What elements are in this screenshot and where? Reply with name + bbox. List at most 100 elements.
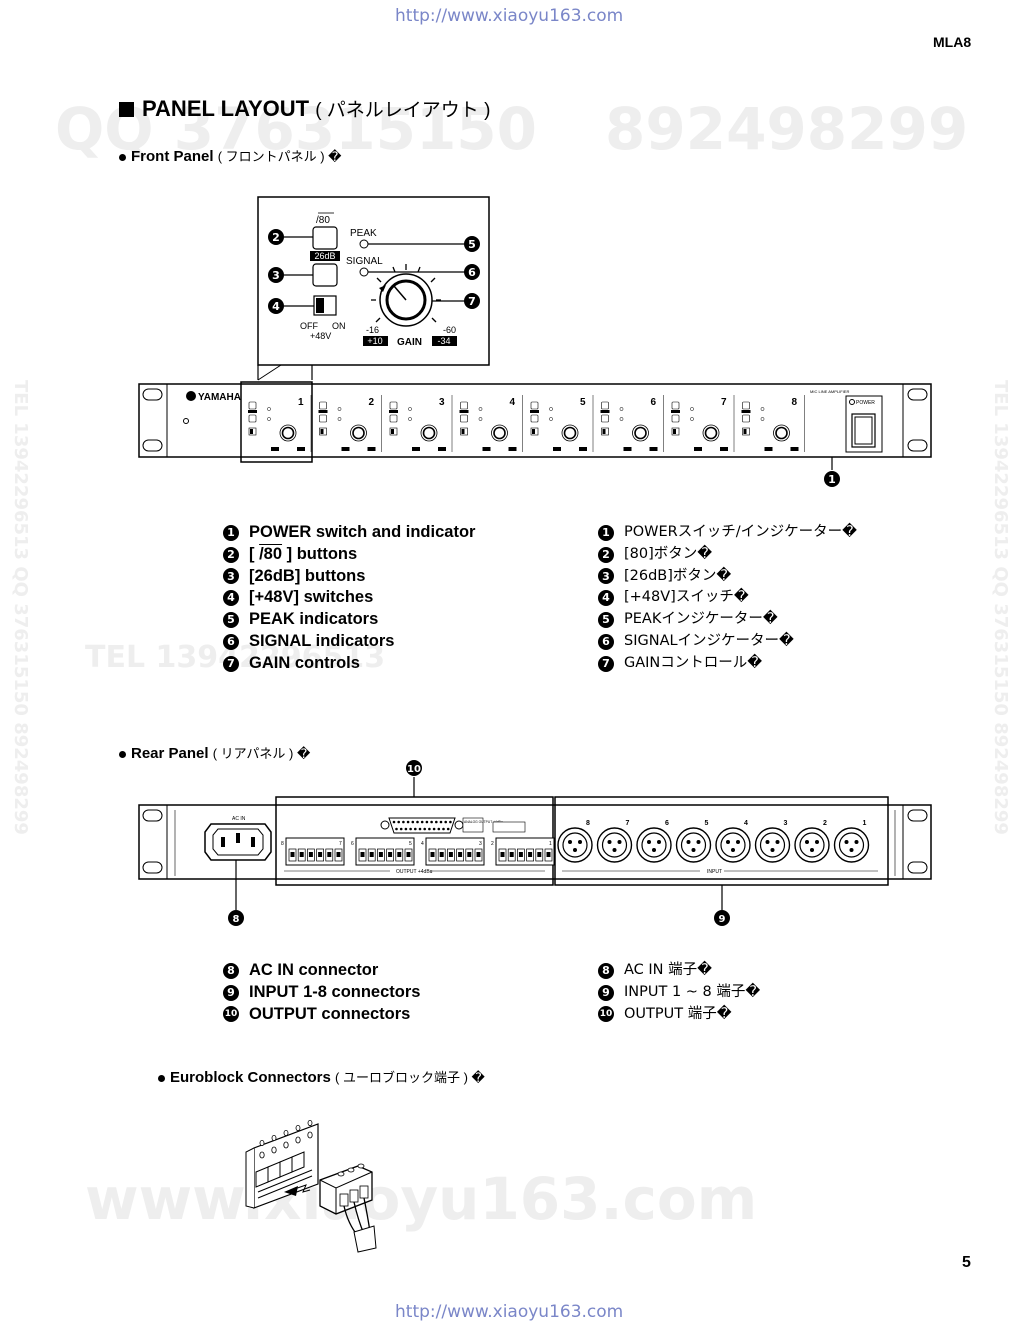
xlr-input-connector: 6 (636, 820, 672, 863)
front-panel-heading: Front Panel ( フロントパネル ) � (119, 146, 342, 165)
dsub-pin (420, 820, 424, 824)
dsub-pin (418, 827, 422, 831)
svg-text:6: 6 (665, 820, 669, 827)
detail-48v: +48V (310, 331, 331, 341)
dsub-pin (446, 827, 450, 831)
dsub-pin (435, 820, 438, 824)
list-number-icon: 5 (598, 612, 614, 629)
list-number-icon: 7 (598, 655, 614, 672)
list-number-icon: 2 (223, 546, 239, 563)
svg-text:5: 5 (468, 238, 476, 251)
detail-button-26db (312, 263, 338, 287)
list-item-jp: AC IN 端子� (624, 962, 712, 978)
list-number-icon: 8 (598, 962, 614, 979)
channel-number: 5 (580, 397, 586, 408)
callout-4-icon (268, 298, 284, 314)
title-en: PANEL LAYOUT (142, 96, 310, 121)
detail-m34: -34 (437, 336, 450, 346)
svg-text:4: 4 (421, 841, 424, 847)
list-item-en: SIGNAL indicators (249, 631, 395, 650)
dsub-pin (439, 820, 443, 824)
channel-strip: 7 (671, 395, 735, 452)
dsub-pin (425, 820, 429, 824)
list-item-jp: OUTPUT 端子� (624, 1005, 732, 1022)
list-item-jp: POWERスイッチ/インジケーター� (624, 524, 857, 540)
dsub-pin (397, 820, 401, 824)
list-item-en: OUTPUT connectors (249, 1004, 411, 1023)
svg-text:7: 7 (468, 295, 476, 308)
callout-6-icon (464, 264, 480, 280)
list-item-en: [+48V] switches (249, 588, 374, 607)
svg-text:1: 1 (863, 820, 867, 827)
page-title: PANEL LAYOUT ( パネルレイアウト ) (119, 95, 490, 122)
title-jp: ( パネルレイアウト ) (315, 100, 491, 121)
device-power-label: POWER (856, 400, 875, 406)
svg-text:7: 7 (626, 820, 630, 827)
detail-peak: PEAK (350, 228, 377, 239)
channel-strip: 8 (741, 395, 805, 452)
channel-strip: 6 (600, 395, 664, 452)
dsub-pin (423, 827, 427, 831)
header-url[interactable]: http://www.xiaoyu163.com (395, 6, 624, 26)
watermark-www: www.xiaoyu163.com (85, 1165, 758, 1233)
channel-number: 8 (792, 397, 798, 408)
svg-text:9: 9 (719, 914, 726, 925)
dsub-pin (402, 820, 405, 824)
list-number-icon: 4 (598, 590, 614, 607)
channel-strip: 5 (530, 395, 594, 452)
callout-7-icon (464, 293, 480, 309)
bullet-icon (119, 153, 126, 161)
page-number: 5 (962, 1254, 971, 1271)
detail-gain: GAIN (397, 337, 422, 348)
detail-signal: SIGNAL (346, 256, 383, 267)
footer-url[interactable]: http://www.xiaoyu163.com (395, 1302, 624, 1322)
channel-strip: 1 (248, 395, 312, 452)
svg-text:3: 3 (784, 820, 788, 827)
front-panel-diagram: /80 26dB OFF ON +48V PEAK SIGNAL -16 -60… (138, 196, 932, 487)
dsub-pin (411, 820, 415, 824)
list-number-icon: 10 (598, 1006, 614, 1023)
xlr-input-connector: 2 (794, 820, 830, 863)
svg-text:8: 8 (233, 914, 240, 925)
rear-panel-heading: Rear Panel ( リアパネル ) � (119, 743, 310, 762)
euroblock-heading-jp: ( ユーロブロック端子 ) � (335, 1070, 485, 1085)
svg-text:2: 2 (823, 820, 827, 827)
list-number-icon: 4 (223, 590, 239, 607)
svg-text:6: 6 (468, 266, 476, 279)
detail-on: ON (332, 321, 346, 331)
euroblock-heading: Euroblock Connectors ( ユーロブロック端子 ) � (158, 1067, 485, 1086)
xlr-input-connector: 5 (675, 820, 712, 863)
dsub-pin (404, 827, 408, 831)
dsub-pin (430, 820, 433, 824)
detail-off: OFF (300, 321, 318, 331)
device-model-label: MIC LINE AMPLIFIER (810, 389, 849, 394)
list-item-en: GAIN controls (249, 653, 360, 672)
model-name: MLA8 (933, 34, 972, 50)
list-number-icon: 8 (223, 962, 239, 979)
svg-text:3: 3 (272, 269, 280, 282)
svg-text:2: 2 (272, 231, 280, 244)
svg-text:3: 3 (479, 841, 482, 847)
dsub-pin (428, 827, 431, 831)
bullet-icon (158, 1074, 165, 1082)
dsub-pin (449, 820, 452, 824)
callout-2-icon (268, 229, 284, 245)
svg-text:8: 8 (586, 820, 590, 827)
bullet-icon (119, 750, 126, 758)
list-item-en: PEAK indicators (249, 610, 379, 629)
channel-number: 2 (369, 397, 375, 408)
svg-text:5: 5 (409, 841, 412, 847)
channel-number: 7 (721, 397, 727, 408)
svg-text:7: 7 (339, 841, 342, 847)
channel-number: 3 (439, 397, 445, 408)
dsub-pin (437, 827, 441, 831)
list-number-icon: 2 (598, 546, 614, 563)
svg-text:6: 6 (351, 841, 354, 847)
svg-text:4: 4 (272, 300, 280, 313)
